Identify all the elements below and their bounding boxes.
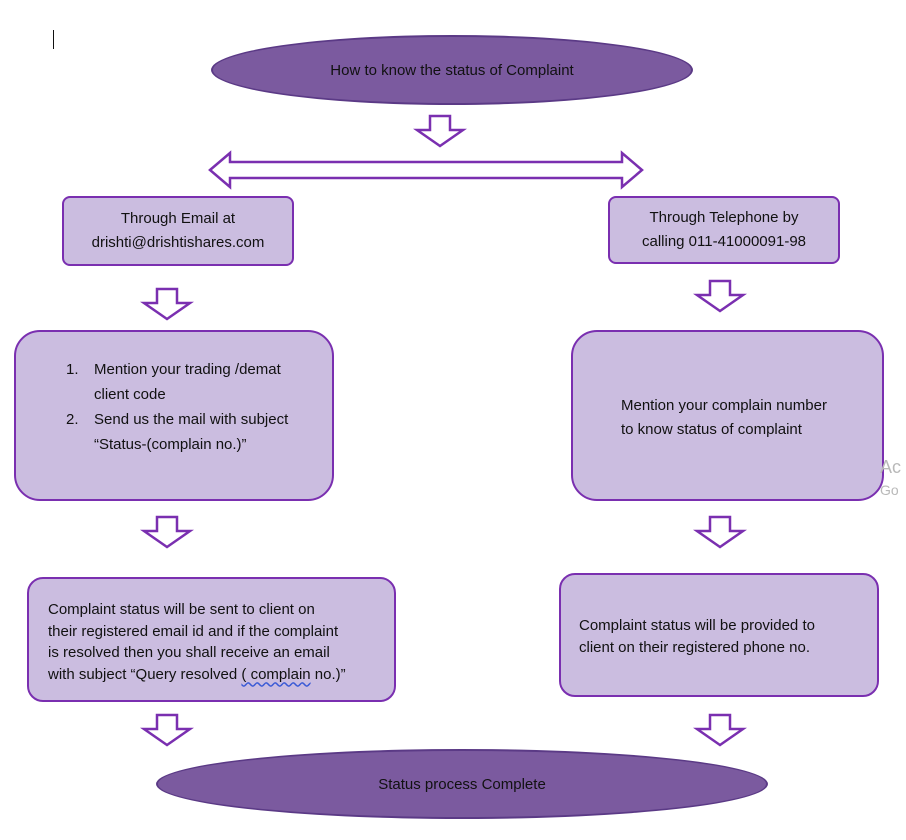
- down-arrow-icon: [140, 713, 194, 747]
- spelling-mark: ( complain: [241, 665, 311, 683]
- down-arrow-icon: [693, 279, 747, 313]
- email-steps-list: 1. Mention your trading /demat client co…: [66, 357, 314, 457]
- phone-step-line1: Mention your complain number: [621, 397, 827, 414]
- phone-branch-header: Through Telephone by calling 011-4100009…: [608, 196, 840, 264]
- side-ghost-text: Go: [880, 482, 899, 498]
- email-result-box: Complaint status will be sent to client …: [27, 577, 396, 702]
- phone-result-box: Complaint status will be provided to cli…: [559, 573, 879, 697]
- phone-header-line2: calling 011-41000091-98: [641, 233, 807, 250]
- down-arrow-icon: [693, 713, 747, 747]
- end-oval: Status process Complete: [156, 749, 768, 819]
- down-arrow-icon: [140, 287, 194, 321]
- list-item: 2. Send us the mail with subject “Status…: [66, 411, 289, 453]
- phone-step-box: Mention your complain number to know sta…: [571, 330, 884, 501]
- email-header-line1: Through Email at: [120, 210, 236, 227]
- email-branch-header: Through Email at drishti@drishtishares.c…: [62, 196, 294, 266]
- title-oval: How to know the status of Complaint: [211, 35, 693, 105]
- left-right-arrow-icon: [208, 150, 644, 190]
- email-steps-box: 1. Mention your trading /demat client co…: [14, 330, 334, 501]
- text-cursor: [53, 30, 54, 49]
- phone-header-line1: Through Telephone by: [649, 209, 799, 226]
- down-arrow-icon: [693, 515, 747, 549]
- side-ghost-text: Ac: [880, 457, 902, 477]
- list-item: 1. Mention your trading /demat client co…: [66, 361, 281, 403]
- down-arrow-icon: [413, 114, 467, 148]
- title-text: How to know the status of Complaint: [330, 61, 574, 79]
- email-header-line2: drishti@drishtishares.com: [91, 234, 265, 251]
- down-arrow-icon: [140, 515, 194, 549]
- phone-step-line2: to know status of complaint: [621, 421, 802, 438]
- end-text: Status process Complete: [378, 775, 546, 793]
